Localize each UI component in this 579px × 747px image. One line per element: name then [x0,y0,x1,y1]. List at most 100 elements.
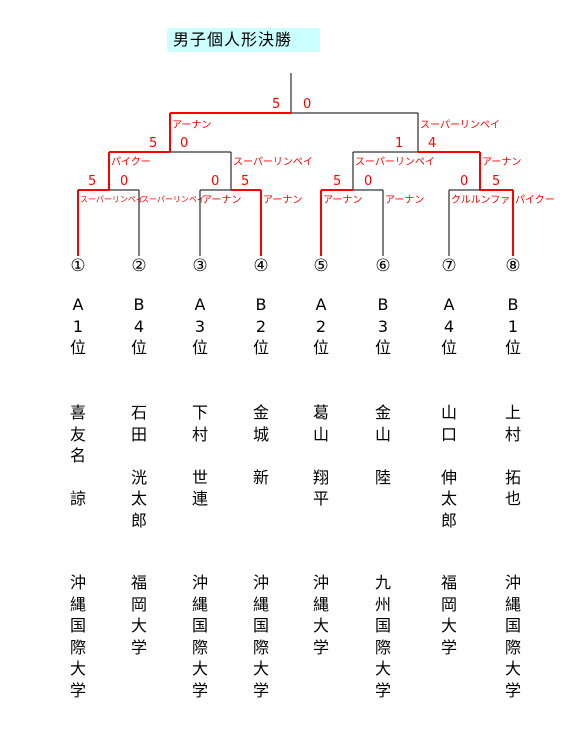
player-name-char: 翔 [312,467,329,487]
player-rank-char: 2 [315,316,327,336]
seed-number-5: ⑤ [313,256,328,276]
player-school-char: 国 [191,616,208,635]
player-name-char: 山 [374,424,391,444]
player-rank-char: A [443,295,455,314]
semifinal-2: 1 4 スーパーリンペイ アーナン [352,136,521,190]
player-rank-char: 位 [130,338,147,357]
player-rank-char: 位 [69,338,86,357]
player-school-char: 縄 [252,594,269,614]
qf3-left-technique: アーナン [323,194,362,206]
qf2-left-technique: アーナン [202,194,241,206]
player-name-3: 下村 世連 [188,402,212,510]
player-school-8: 沖縄国際大学 [501,572,525,701]
player-name-char: 金 [252,403,269,422]
semi2-right-technique: アーナン [482,156,521,168]
player-school-char: 学 [69,680,86,700]
player-name-char: 友 [69,424,86,444]
player-rank-1: A 1 位 [66,294,90,359]
player-school-char: 沖 [252,573,269,592]
player-name-char: 名 [69,446,86,465]
qf1-right-score: 0 [120,174,128,189]
player-name-char [501,445,525,467]
player-school-char: 大 [191,659,208,678]
player-school-char: 学 [130,637,147,657]
player-rank-char: 位 [504,338,521,357]
player-rank-char: 3 [194,316,206,336]
seed-number-7: ⑦ [441,256,456,276]
seed-number-8: ⑧ [505,256,520,276]
player-name-char [437,445,461,467]
player-school-char: 沖 [191,573,208,592]
player-name-char: 山 [312,424,329,444]
player-school-char: 学 [504,680,521,700]
player-school-char: 九 [374,573,391,592]
player-school-char: 学 [191,680,208,700]
player-school-char: 福 [440,573,457,592]
semi1-right-score: 0 [180,136,188,151]
player-name-char: 新 [252,467,269,487]
player-school-char: 際 [374,637,391,657]
player-school-char: 際 [69,637,86,657]
player-name-char [188,445,212,467]
player-rank-char: 位 [374,338,391,357]
player-school-char: 大 [252,659,269,678]
player-school-char: 国 [374,616,391,635]
semi1-left-score: 5 [149,136,157,151]
page-title: 男子個人形決勝 [167,28,320,52]
player-rank-char: B [377,295,389,314]
player-school-char: 国 [252,616,269,635]
player-name-5: 葛山 翔平 [309,402,333,510]
qf1-right-technique: スーパーリンペイ [141,195,205,204]
player-name-char: 太 [130,489,147,508]
seed-number-3: ③ [192,256,207,276]
player-name-char: 連 [191,489,208,508]
player-rank-char: A [72,295,84,314]
final-right-technique: スーパーリンペイ [420,119,500,131]
player-school-char: 沖 [69,573,86,592]
qf4-right-technique: パイクー [515,194,555,206]
qf3-right-score: 0 [364,174,372,189]
player-school-char: 学 [440,637,457,657]
player-school-char: 国 [69,616,86,635]
player-rank-char: 位 [440,338,457,357]
semifinal-1: 5 0 パイクー スーパーリンペイ [108,136,313,190]
player-rank-char: B [133,295,145,314]
qf3-right-technique: アーナン [385,194,424,206]
seed-number-1: ① [70,256,85,276]
player-name-6: 金山 陸 [371,402,395,488]
player-school-char: 学 [252,680,269,700]
player-rank-char: 位 [252,338,269,357]
player-name-char: 伸 [440,467,457,487]
player-name-char [309,445,333,467]
player-name-char: 葛 [312,403,329,422]
player-name-char: 石 [130,403,147,422]
player-school-char: 縄 [69,594,86,614]
player-name-char: 村 [504,424,521,444]
quarterfinal-3: 5 0 アーナン アーナン [320,174,424,256]
semi2-left-score: 1 [395,136,403,151]
player-name-char [249,445,273,467]
qf2-right-score: 5 [241,174,249,189]
player-name-char: 城 [252,424,269,444]
quarterfinal-4: 0 5 クルルンファ パイクー [448,174,555,256]
player-rank-char: B [507,295,519,314]
player-rank-char: 3 [377,316,389,336]
player-school-char: 縄 [504,594,521,614]
final-right-score: 0 [303,97,311,112]
player-name-char: 村 [191,424,208,444]
semi1-left-technique: パイクー [111,156,151,168]
player-name-char: 陸 [374,467,391,487]
player-name-char [66,467,90,489]
qf1-left-score: 5 [88,174,96,189]
qf4-left-technique: クルルンファ [451,194,510,206]
player-name-4: 金城 新 [249,402,273,488]
player-rank-char: 1 [72,316,84,336]
player-name-char: 洸 [130,467,147,487]
player-school-char: 大 [130,616,147,635]
player-school-char: 州 [374,594,391,614]
